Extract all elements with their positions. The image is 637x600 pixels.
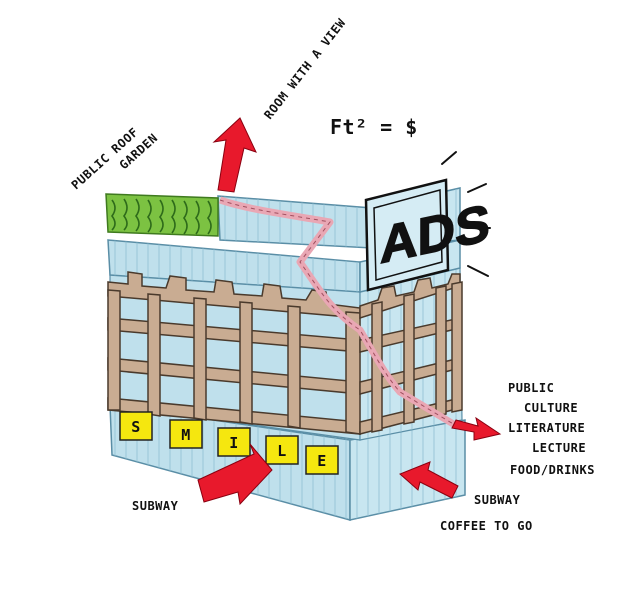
public-program-list: PUBLIC CULTURE LITERATURE LECTURE FOOD/D…: [508, 381, 595, 477]
structural-frame-side: [359, 273, 463, 435]
arrow-subway-right: [399, 461, 459, 499]
label-subway-right: SUBWAY: [474, 493, 521, 507]
label-subway-left: SUBWAY: [132, 499, 179, 513]
program-item: PUBLIC: [508, 381, 554, 395]
ads-billboard: ADS: [364, 178, 491, 292]
arrow-room-with-a-view: [212, 117, 257, 193]
smile-letter-tile: E: [305, 445, 339, 475]
smile-letter-tile: S: [119, 411, 153, 441]
program-item: LECTURE: [532, 441, 586, 455]
arrow-public-program: [451, 416, 502, 441]
roof-garden: [105, 193, 219, 237]
program-item: FOOD/DRINKS: [510, 463, 595, 477]
label-coffee-to-go: COFFEE TO GO: [440, 519, 533, 533]
program-item: LITERATURE: [508, 421, 585, 435]
smile-sign: S M I L E: [119, 411, 339, 475]
smile-letter: E: [317, 452, 327, 470]
smile-tile-bg: [217, 427, 251, 457]
smile-tile-bg: [265, 435, 299, 465]
smile-tile-bg: [119, 411, 153, 441]
label-ft-price: Ft² = $: [330, 115, 418, 139]
smile-tile-bg: [169, 419, 203, 449]
smile-letter: I: [229, 434, 239, 452]
arrow-subway-left: [197, 443, 273, 506]
label-room-with-a-view: ROOM WITH A VIEW: [261, 16, 348, 122]
structural-frame-front: [107, 271, 361, 435]
billboard-rays: [441, 151, 491, 277]
smile-tile-bg: [305, 445, 339, 475]
smile-letter-tile: L: [265, 435, 299, 465]
smile-letter: S: [131, 418, 141, 436]
smile-letter-tile: I: [217, 427, 251, 457]
smile-letter-tile: M: [169, 419, 203, 449]
smile-letter: L: [277, 442, 287, 460]
program-item: CULTURE: [524, 401, 578, 415]
smile-letter: M: [181, 426, 191, 444]
